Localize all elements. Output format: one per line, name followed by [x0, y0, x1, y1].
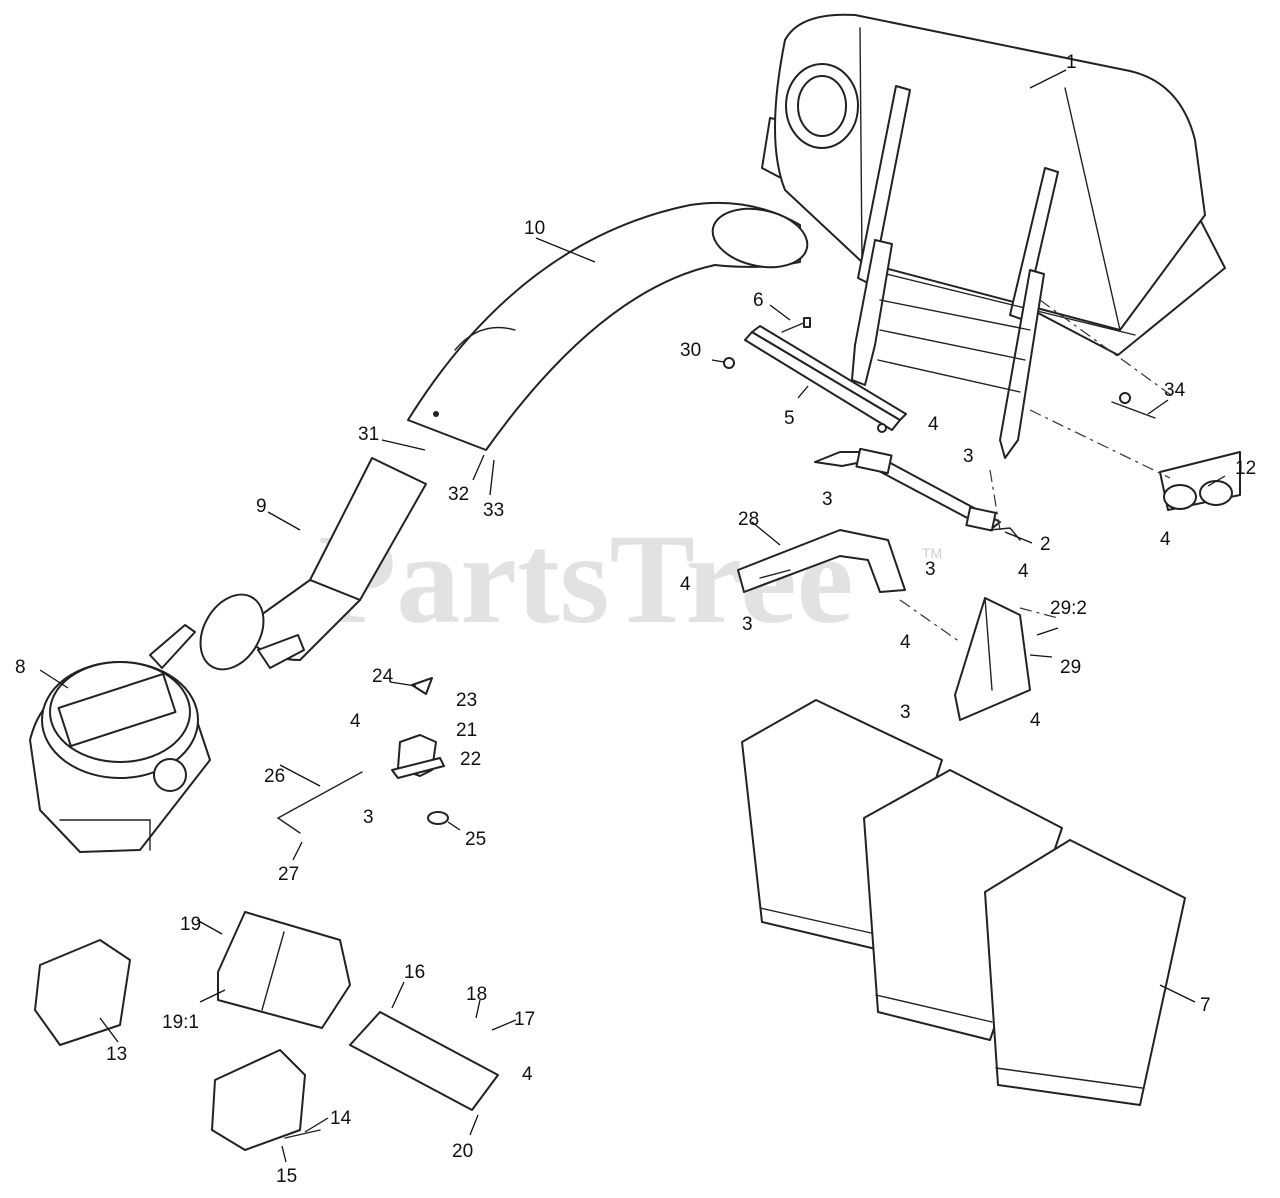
callout-4d[interactable]: 4 [680, 574, 691, 595]
callout-4f[interactable]: 4 [1030, 710, 1041, 731]
callout-28[interactable]: 28 [738, 509, 759, 530]
callout-5[interactable]: 5 [784, 408, 795, 429]
callout-14[interactable]: 14 [330, 1108, 352, 1129]
callout-labels: 1 2 3 3 3 3 3 3 4 4 4 4 4 4 4 4 5 6 7 8 … [15, 52, 1256, 1187]
part-10-hose-upper[interactable] [407, 201, 813, 451]
callout-3e[interactable]: 3 [900, 702, 911, 723]
callout-4h[interactable]: 4 [522, 1064, 533, 1085]
callout-8[interactable]: 8 [15, 657, 26, 678]
callout-17[interactable]: 17 [514, 1009, 535, 1030]
callout-4c[interactable]: 4 [1018, 561, 1029, 582]
part-1-catcher-hood[interactable] [761, 13, 1226, 356]
callout-23[interactable]: 23 [456, 690, 477, 711]
callout-4g[interactable]: 4 [350, 711, 361, 732]
callout-24[interactable]: 24 [372, 666, 394, 687]
callout-3a[interactable]: 3 [963, 446, 974, 467]
callout-4b[interactable]: 4 [1160, 529, 1171, 550]
callout-4a[interactable]: 4 [928, 414, 939, 435]
callout-10[interactable]: 10 [524, 218, 545, 239]
callout-32[interactable]: 32 [448, 484, 469, 505]
part-5-channel[interactable] [744, 325, 907, 433]
callout-6[interactable]: 6 [753, 290, 764, 311]
part-29-bracket[interactable] [954, 597, 1031, 721]
callout-26[interactable]: 26 [264, 766, 285, 787]
part-9-hose-lower[interactable] [188, 457, 427, 681]
part-26-rod[interactable] [277, 771, 363, 834]
callout-7[interactable]: 7 [1200, 995, 1211, 1016]
part-25-clip[interactable] [427, 811, 449, 825]
callout-21[interactable]: 21 [456, 720, 477, 741]
part-13-cover[interactable] [34, 939, 131, 1046]
part-24-knob[interactable] [411, 677, 433, 695]
part-14-cover[interactable] [211, 1049, 321, 1151]
callout-27[interactable]: 27 [278, 864, 299, 885]
callout-16[interactable]: 16 [404, 962, 425, 983]
callout-1[interactable]: 1 [1066, 52, 1077, 73]
part-34-pin[interactable] [1111, 392, 1156, 419]
leader-lines [39, 69, 1226, 1163]
callout-3f[interactable]: 3 [363, 807, 374, 828]
part-21-bracket[interactable] [391, 734, 445, 779]
callout-3d[interactable]: 3 [742, 614, 753, 635]
part-30-nut[interactable] [723, 357, 735, 369]
callout-30[interactable]: 30 [680, 340, 701, 361]
callout-2[interactable]: 2 [1040, 534, 1051, 555]
callout-22[interactable]: 22 [460, 749, 481, 770]
callout-4e[interactable]: 4 [900, 632, 911, 653]
callout-15[interactable]: 15 [276, 1166, 297, 1187]
part-2-rod[interactable] [814, 447, 1021, 541]
alignment-lines [899, 299, 1176, 643]
callout-25[interactable]: 25 [465, 829, 486, 850]
callout-29[interactable]: 29 [1060, 657, 1081, 678]
callout-3c[interactable]: 3 [925, 559, 936, 580]
part-8-blower[interactable] [29, 624, 211, 853]
callout-13[interactable]: 13 [106, 1044, 127, 1065]
part-19-decal[interactable] [217, 911, 351, 1029]
part-12-latch-bracket[interactable] [1159, 451, 1241, 511]
callout-19-1[interactable]: 19:1 [162, 1012, 199, 1033]
part-7-bag-3[interactable] [984, 839, 1186, 1106]
part-6-bolt[interactable] [781, 317, 811, 333]
part-16-plate[interactable] [349, 1011, 499, 1111]
callout-20[interactable]: 20 [452, 1141, 473, 1162]
callout-31[interactable]: 31 [358, 424, 379, 445]
callout-33[interactable]: 33 [483, 500, 504, 521]
callout-9[interactable]: 9 [256, 496, 267, 517]
callout-3b[interactable]: 3 [822, 489, 833, 510]
callout-12[interactable]: 12 [1235, 458, 1256, 479]
callout-29-2[interactable]: 29:2 [1050, 598, 1087, 619]
part-frame-bracket[interactable] [851, 239, 1045, 459]
watermark-tm: TM [922, 545, 942, 561]
callout-34[interactable]: 34 [1164, 380, 1186, 401]
callout-18[interactable]: 18 [466, 984, 487, 1005]
callout-19[interactable]: 19 [180, 914, 201, 935]
part-28-bracket[interactable] [737, 529, 906, 593]
